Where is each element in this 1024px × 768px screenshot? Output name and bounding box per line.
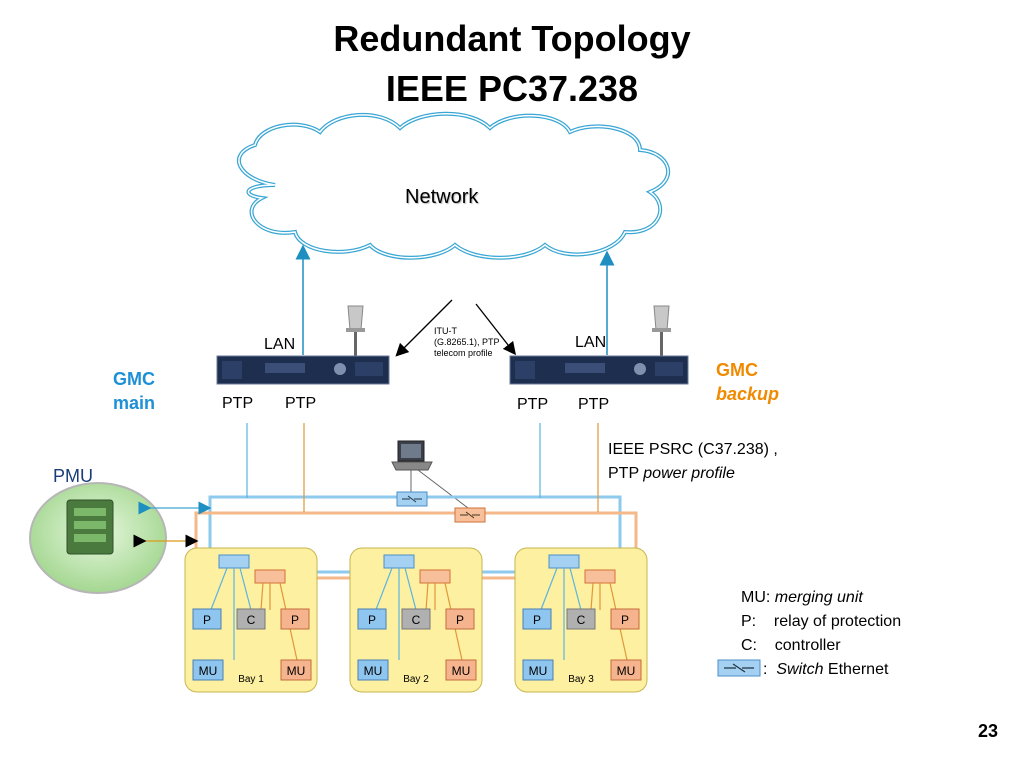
page-title-line2: IEEE PC37.238 — [385, 68, 639, 109]
ptp-label-3: PTP — [517, 396, 549, 413]
bay-p-right-label: P — [456, 613, 464, 627]
page-number: 23 — [978, 721, 999, 741]
telecom-arrow-left — [395, 299, 453, 357]
bay-2 — [349, 547, 483, 693]
bay-c-label: C — [577, 613, 586, 627]
bay-p-left-label: P — [203, 613, 211, 627]
bay-c — [566, 608, 596, 630]
pmu-label: PMU — [53, 466, 93, 486]
bay-c — [401, 608, 431, 630]
bay-p-left — [522, 608, 552, 630]
bay-c — [236, 608, 266, 630]
bay-mu-right — [610, 659, 642, 681]
bay-switch-orange-icon — [584, 569, 616, 584]
bay-p-left — [357, 608, 387, 630]
bay-p-left-label: P — [368, 613, 376, 627]
legend-mu: MU: merging unit — [741, 589, 863, 606]
antenna-right-icon — [652, 305, 671, 358]
bay-switch-orange-icon — [254, 569, 286, 584]
bay-p-right — [610, 608, 640, 630]
bay-mu-left-label: MU — [529, 664, 548, 678]
ptp-label-4: PTP — [578, 396, 610, 413]
bay-p-right-label: P — [621, 613, 629, 627]
ptp-label-1: PTP — [222, 395, 254, 412]
bay-mu-right-label: MU — [452, 664, 471, 678]
bay-name-label: Bay 3 — [568, 674, 594, 685]
bay-p-right — [280, 608, 310, 630]
bay-mu-right — [445, 659, 477, 681]
bay-c-label: C — [247, 613, 256, 627]
bay-mu-right — [280, 659, 312, 681]
lan-right-label: LAN — [575, 334, 607, 351]
laptop-link-orange — [417, 469, 469, 509]
ptp-label-2: PTP — [285, 395, 317, 412]
bay-p-left — [192, 608, 222, 630]
lan-left-label: LAN — [264, 336, 296, 353]
bay-mu-left — [522, 659, 554, 681]
network-label: Network — [405, 186, 479, 208]
legend-c: C: controller — [741, 637, 841, 654]
bay-1 — [184, 547, 318, 693]
bay-p-right — [445, 608, 475, 630]
legend-switch: : Switch Ethernet — [763, 661, 889, 678]
bay-mu-left — [192, 659, 224, 681]
itu-note: ITU-T (G.8265.1), PTP telecom profile — [434, 326, 500, 358]
bay-3 — [514, 547, 648, 693]
bay-c-label: C — [412, 613, 421, 627]
bay-switch-blue-icon — [383, 554, 415, 569]
legend: MU: merging unit P: relay of protection … — [741, 586, 901, 682]
bay-mu-left — [357, 659, 389, 681]
bay-name-label: Bay 2 — [403, 674, 429, 685]
bay-mu-left-label: MU — [199, 664, 218, 678]
bay-p-right-label: P — [291, 613, 299, 627]
bay-mu-right-label: MU — [617, 664, 636, 678]
gmc-backup-device — [509, 355, 689, 385]
bay-mu-left-label: MU — [364, 664, 383, 678]
page-title-line1: Redundant Topology — [333, 18, 691, 59]
bay-name-label: Bay 1 — [238, 674, 264, 685]
antenna-left-icon — [346, 305, 365, 358]
bay-switch-blue-icon — [218, 554, 250, 569]
network-cloud — [237, 111, 671, 260]
legend-p: P: relay of protection — [741, 613, 902, 630]
bay-switch-blue-icon — [548, 554, 580, 569]
telecom-arrow-right — [475, 303, 517, 356]
bay-mu-right-label: MU — [287, 664, 306, 678]
laptop-icon — [391, 440, 433, 471]
bay-switch-orange-icon — [419, 569, 451, 584]
ieee-note: IEEE PSRC (C37.238) , PTP power profile — [608, 441, 778, 482]
bay-p-left-label: P — [533, 613, 541, 627]
gmc-main-device — [216, 355, 390, 385]
